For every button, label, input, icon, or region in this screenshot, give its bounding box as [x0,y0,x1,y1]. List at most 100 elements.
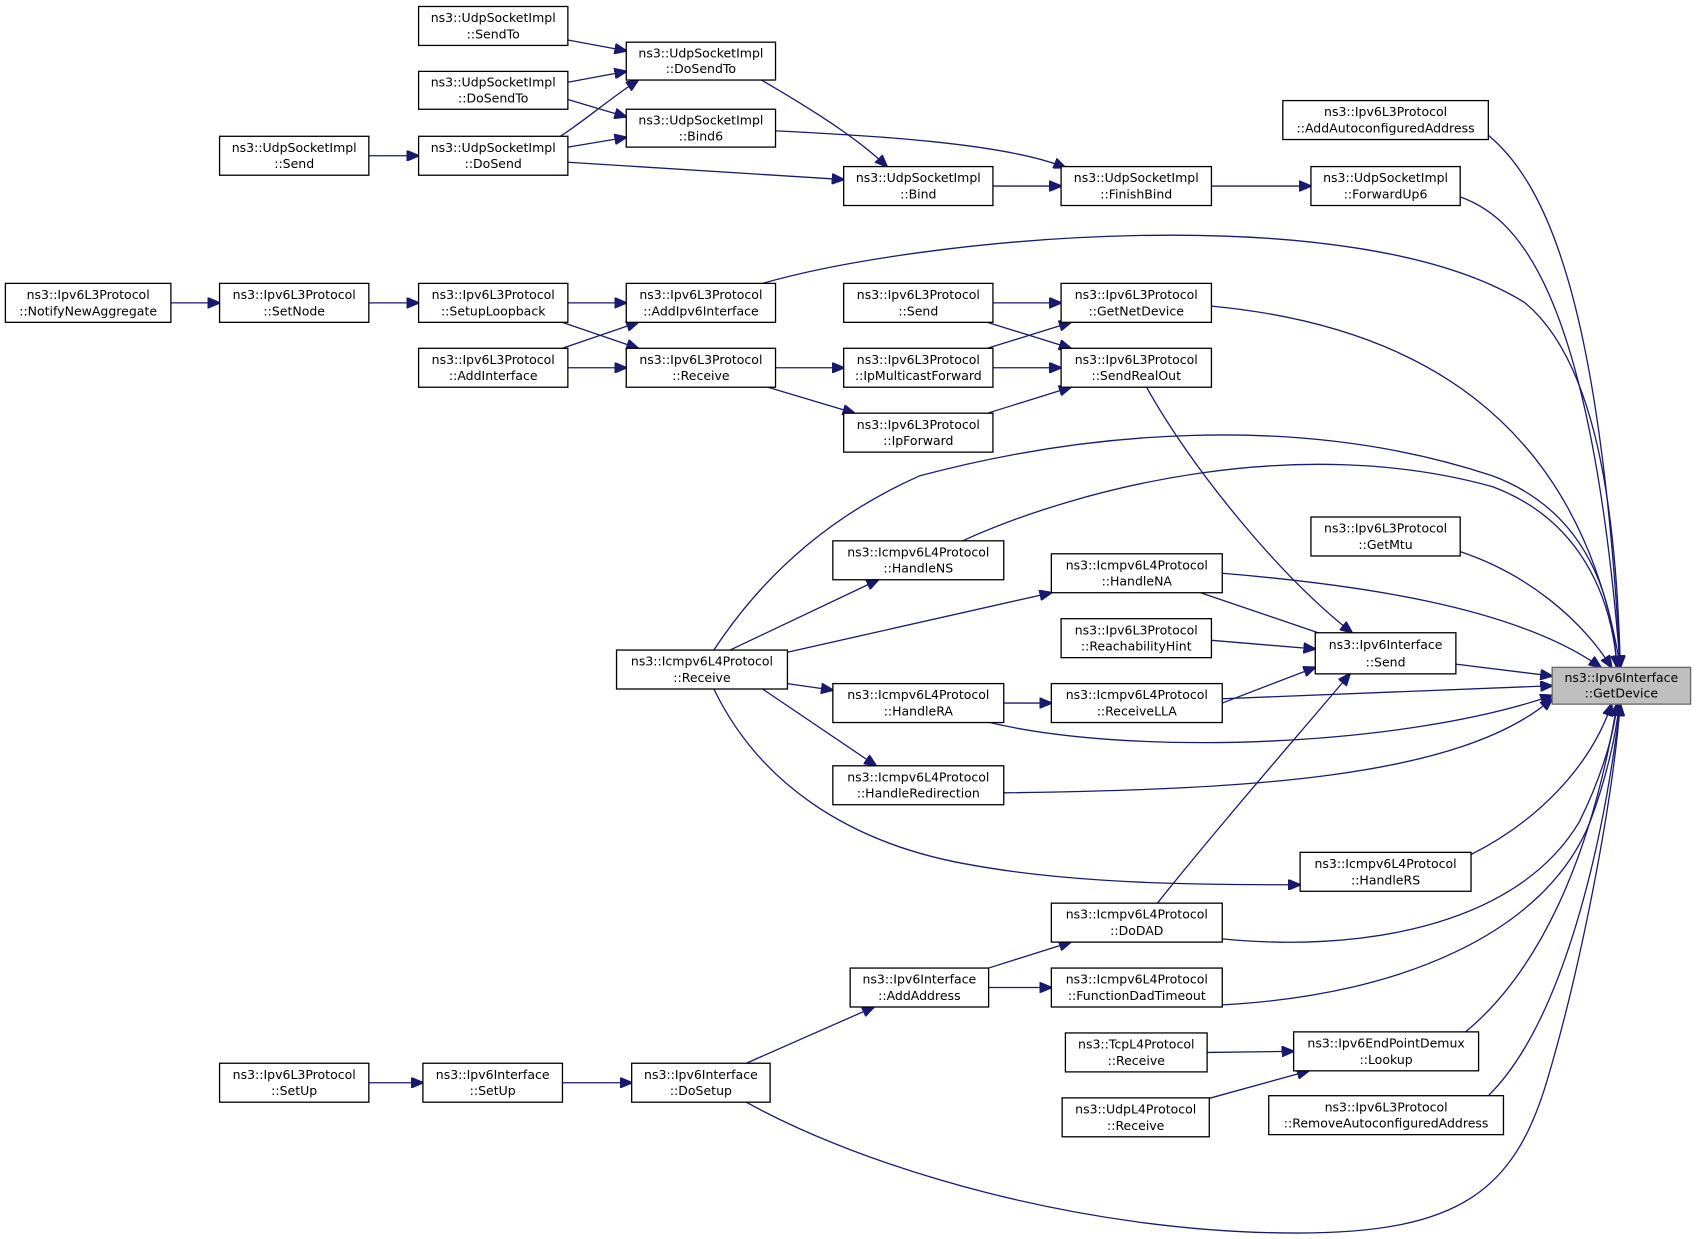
node-ipv6l3_send[interactable]: ns3::Ipv6L3Protocol::Send [843,282,994,323]
node-method-label: ::DoSend [465,156,522,171]
node-udp_bind[interactable]: ns3::UdpSocketImpl::Bind [843,165,994,207]
edge-udp_forwardup6-to-target [1460,197,1620,668]
node-ipv6epd_lookup[interactable]: ns3::Ipv6EndPointDemux::Lookup [1292,1031,1480,1072]
node-method-label: ::IpMulticastForward [855,368,982,383]
node-class-label: ns3::Ipv6L3Protocol [1075,622,1198,637]
node-ipv6l3_addautoconf[interactable]: ns3::Ipv6L3Protocol::AddAutoconfiguredAd… [1282,99,1489,141]
node-udpl4_receive[interactable]: ns3::UdpL4Protocol::Receive [1061,1097,1210,1138]
node-icmp_handlera[interactable]: ns3::Icmpv6L4Protocol::HandleRA [832,682,1005,724]
node-ipv6l3_addif[interactable]: ns3::Ipv6L3Protocol::AddInterface [417,347,569,388]
node-class-label: ns3::UdpSocketImpl [232,140,357,155]
node-box [417,70,569,110]
node-ipv6if_dosetup[interactable]: ns3::Ipv6Interface::DoSetup [631,1062,771,1103]
node-ipv6if_addaddr[interactable]: ns3::Ipv6Interface::AddAddress [849,967,990,1008]
edge-icmp_dodad-to-ipv6if_send [1157,674,1350,903]
node-ipv6l3_notify[interactable]: ns3::Ipv6L3Protocol::NotifyNewAggregate [4,282,172,323]
node-method-label: ::ReachabilityHint [1081,639,1192,654]
node-box [832,540,1005,581]
node-icmp_handlens[interactable]: ns3::Icmpv6L4Protocol::HandleNS [832,540,1005,581]
node-ipv6l3_ipforward[interactable]: ns3::Ipv6L3Protocol::IpForward [843,412,994,453]
node-ipv6if_setup[interactable]: ns3::Ipv6Interface::SetUp [422,1062,564,1103]
edge-ipv6l3_reachhint-to-ipv6if_send [1211,640,1315,649]
node-method-label: ::FinishBind [1100,187,1172,202]
node-box [832,682,1005,724]
node-ipv6l3_receive[interactable]: ns3::Ipv6L3Protocol::Receive [625,347,777,388]
node-box [1314,632,1457,675]
edge-udp_dosend-to-udp_bind [568,162,844,179]
node-class-label: ns3::Ipv6Interface [436,1067,550,1082]
node-ipv6l3_setuploop[interactable]: ns3::Ipv6L3Protocol::SetupLoopback [417,282,569,323]
node-udp_bind6[interactable]: ns3::UdpSocketImpl::Bind6 [625,108,777,148]
node-box [1060,347,1213,388]
node-class-label: ns3::Ipv6Interface [863,972,977,987]
node-method-label: ::GetNetDevice [1089,303,1185,318]
edge-icmp_handleredir-to-target [1004,699,1552,793]
node-box [1050,902,1223,943]
node-box [417,347,569,388]
node-class-label: ns3::Ipv6L3Protocol [1075,287,1198,302]
edge-ipv6if_send-to-target [1456,664,1552,676]
node-tcp_receive[interactable]: ns3::TcpL4Protocol::Receive [1064,1032,1208,1073]
node-udp_forwardup6[interactable]: ns3::UdpSocketImpl::ForwardUp6 [1310,165,1461,207]
node-method-label: ::SetUp [271,1083,317,1098]
node-box [843,347,994,388]
nodes-layer: ns3::Ipv6Interface::GetDevice ns3::UdpSoc… [4,5,1692,1138]
node-udp_dosend[interactable]: ns3::UdpSocketImpl::DoSend [417,135,569,176]
node-class-label: ns3::TcpL4Protocol [1078,1037,1194,1052]
node-box [4,282,172,323]
node-udp_sendto[interactable]: ns3::UdpSocketImpl::SendTo [417,5,569,47]
node-ipv6if_send[interactable]: ns3::Ipv6Interface::Send [1314,632,1457,675]
node-class-label: ns3::UdpSocketImpl [638,112,763,127]
node-icmp_receive[interactable]: ns3::Icmpv6L4Protocol::Receive [615,649,789,690]
node-class-label: ns3::UdpL4Protocol [1075,1101,1196,1116]
edge-icmp_funcdad-to-target [1222,704,1619,1005]
node-icmp_funcdad[interactable]: ns3::Icmpv6L4Protocol::FunctionDadTimeou… [1050,967,1223,1008]
node-box [625,347,777,388]
node-box [1050,553,1223,594]
node-box [218,1062,370,1103]
node-class-label: ns3::Ipv6L3Protocol [432,287,555,302]
node-class-label: ns3::Icmpv6L4Protocol [1315,856,1457,871]
node-box [417,282,569,323]
node-method-label: ::AddIpv6Interface [643,303,759,318]
node-class-label: ns3::Ipv6L3Protocol [857,417,980,432]
node-class-label: ns3::UdpSocketImpl [638,45,763,60]
node-udp_send[interactable]: ns3::UdpSocketImpl::Send [218,135,370,176]
node-icmp_handlena[interactable]: ns3::Icmpv6L4Protocol::HandleNA [1050,553,1223,594]
node-method-label: ::HandleRS [1351,872,1420,887]
node-target[interactable]: ns3::Ipv6Interface::GetDevice [1551,666,1692,705]
node-udp_finishbind[interactable]: ns3::UdpSocketImpl::FinishBind [1060,165,1213,207]
node-method-label: ::SendRealOut [1091,368,1181,383]
node-ipv6l3_reachhint[interactable]: ns3::Ipv6L3Protocol::ReachabilityHint [1060,618,1213,659]
node-class-label: ns3::Icmpv6L4Protocol [1066,907,1208,922]
node-ipv6l3_addipv6if[interactable]: ns3::Ipv6L3Protocol::AddIpv6Interface [625,282,777,323]
node-class-label: ns3::UdpSocketImpl [856,170,981,185]
node-box [1551,666,1692,705]
edge-ipv6l3_sendrealout-to-ipv6if_send [1147,387,1353,633]
node-method-label: ::DoDAD [1110,923,1163,938]
edge-ipv6l3_addautoconf-to-target [1488,135,1620,667]
node-class-label: ns3::UdpSocketImpl [431,10,556,25]
edge-icmp_receive-to-icmp_handlena [787,593,1051,652]
node-udp_dosendto_l[interactable]: ns3::UdpSocketImpl::DoSendTo [417,70,569,110]
edge-ipv6if_addaddr-to-icmp_dodad [989,942,1071,968]
node-ipv6l3_removeautoconf[interactable]: ns3::Ipv6L3Protocol::RemoveAutoconfigure… [1268,1095,1505,1136]
node-class-label: ns3::Icmpv6L4Protocol [847,769,989,784]
node-icmp_handlers[interactable]: ns3::Icmpv6L4Protocol::HandleRS [1299,851,1472,892]
node-icmp_handleredir[interactable]: ns3::Icmpv6L4Protocol::HandleRedirection [832,765,1005,806]
node-ipv6l3_sendrealout[interactable]: ns3::Ipv6L3Protocol::SendRealOut [1060,347,1213,388]
edge-udpl4_receive-to-ipv6epd_lookup [1207,1071,1309,1099]
node-ipv6l3_setup[interactable]: ns3::Ipv6L3Protocol::SetUp [218,1062,370,1103]
node-box [1268,1095,1505,1136]
edge-udp_dosendto_l-to-udp_dosendto [568,71,626,82]
node-udp_dosendto[interactable]: ns3::UdpSocketImpl::DoSendTo [625,41,777,81]
node-ipv6l3_setnode[interactable]: ns3::Ipv6L3Protocol::SetNode [218,282,370,323]
node-ipv6l3_getmtu[interactable]: ns3::Ipv6L3Protocol::GetMtu [1310,516,1461,557]
node-ipv6l3_ipmcast[interactable]: ns3::Ipv6L3Protocol::IpMulticastForward [843,347,994,388]
node-ipv6l3_getnetdev[interactable]: ns3::Ipv6L3Protocol::GetNetDevice [1060,282,1213,323]
node-box [417,135,569,176]
node-icmp_receivella[interactable]: ns3::Icmpv6L4Protocol::ReceiveLLA [1050,682,1223,724]
node-icmp_dodad[interactable]: ns3::Icmpv6L4Protocol::DoDAD [1050,902,1223,943]
edge-icmp_dodad-to-target [1222,704,1617,942]
